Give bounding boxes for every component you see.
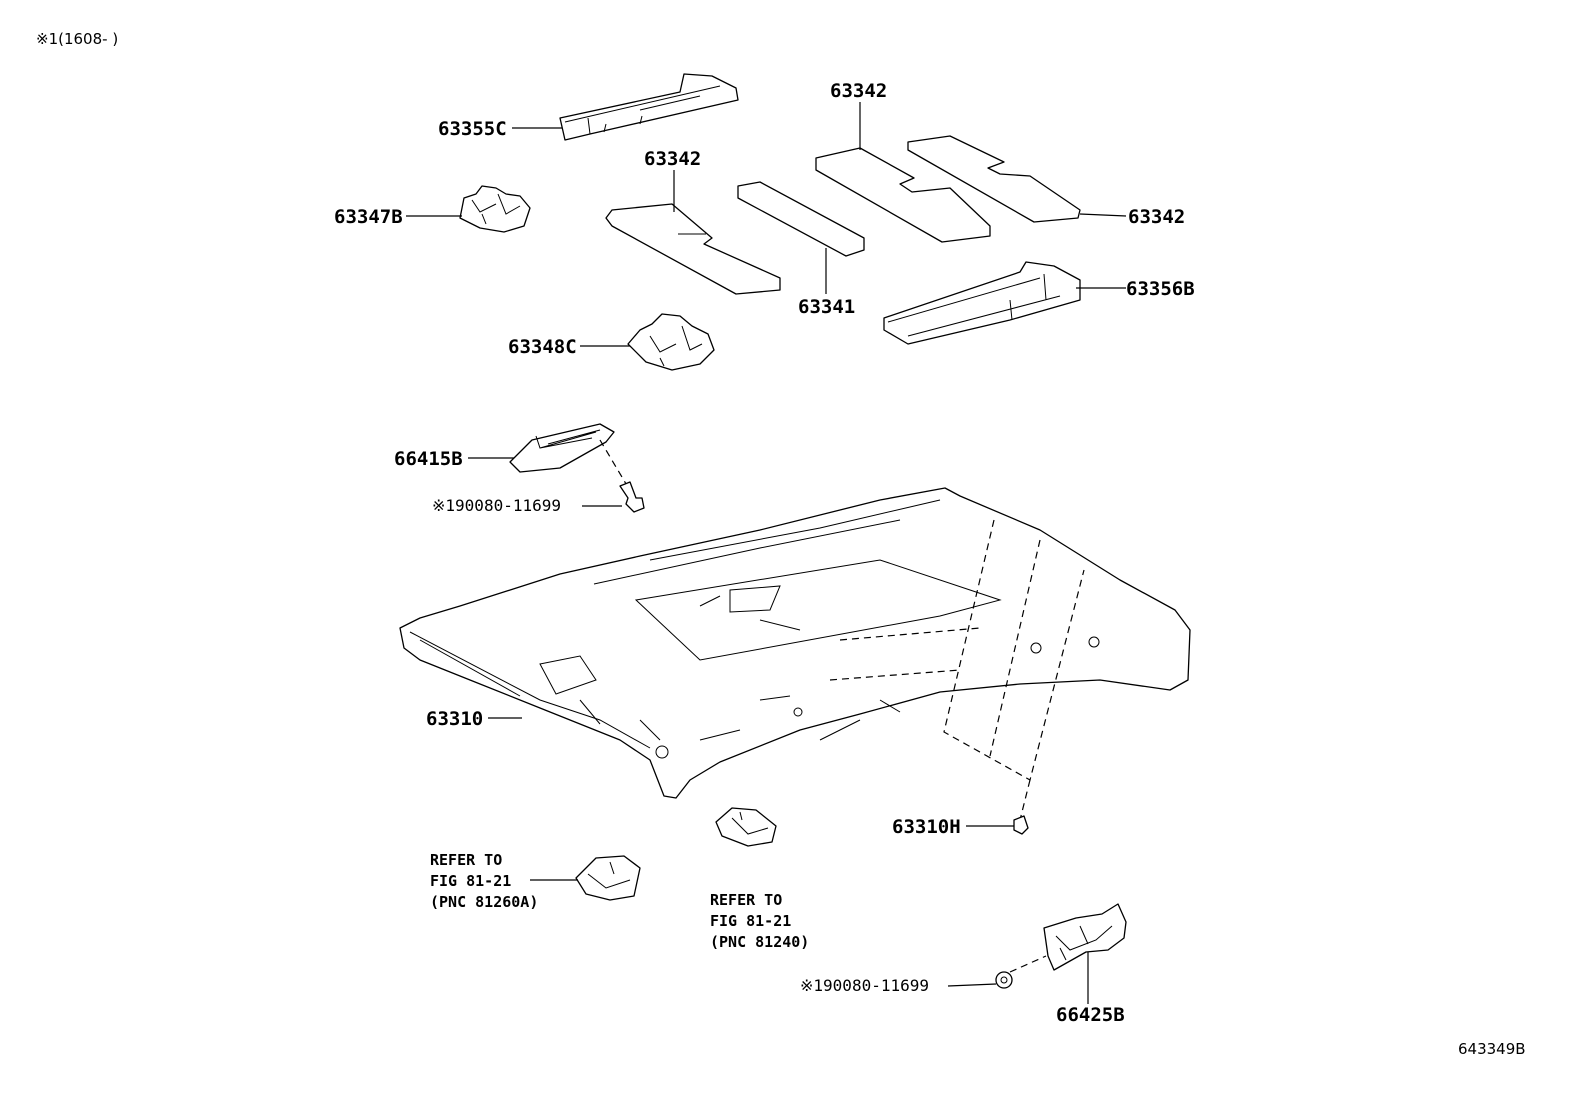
part-label-bolt-lower: ※190080-11699	[800, 976, 929, 995]
headliner-63310-drawing	[399, 487, 1191, 821]
pad-63342-top-drawing	[815, 147, 991, 243]
part-label-66425b: 66425B	[1056, 1004, 1125, 1026]
ref-left-line-2: FIG 81-21	[430, 872, 512, 890]
part-label-63342-mid: 63342	[830, 80, 888, 102]
part-label-63310: 63310	[426, 708, 484, 730]
ref-left-line-1: REFER TO	[430, 851, 503, 869]
ref-note-left: REFER TO FIG 81-21 (PNC 81260A)	[430, 850, 538, 913]
pad-63342-right-drawing	[907, 135, 1081, 223]
bracket-66415b-drawing	[509, 423, 633, 495]
ref-note-center: REFER TO FIG 81-21 (PNC 81240)	[710, 890, 809, 953]
bolt-upper-drawing	[619, 481, 645, 513]
leader-lines	[406, 102, 1127, 1004]
figure-id: 643349B	[1458, 1040, 1526, 1058]
lamp-81260a-drawing	[575, 855, 641, 901]
bracket-66425b-drawing	[1009, 903, 1127, 973]
part-label-63342-left: 63342	[644, 148, 702, 170]
ref-center-line-3: (PNC 81240)	[710, 933, 810, 951]
clip-63310h-drawing	[1013, 815, 1029, 835]
part-label-63347b: 63347B	[334, 206, 403, 228]
part-label-63342-right: 63342	[1128, 206, 1186, 228]
part-label-bolt-upper: ※190080-11699	[432, 496, 561, 515]
rail-63355c-drawing	[559, 73, 739, 141]
lamp-81240-drawing	[715, 807, 777, 847]
part-label-63355c: 63355C	[438, 118, 507, 140]
ref-left-line-3: (PNC 81260A)	[430, 893, 539, 911]
pad-63341-drawing	[737, 181, 865, 257]
spacer-63348c-drawing	[627, 313, 715, 371]
header-note: ※1(1608- )	[36, 30, 119, 48]
spacer-63347b-drawing	[459, 185, 531, 233]
part-label-63348c: 63348C	[508, 336, 577, 358]
ref-center-line-2: FIG 81-21	[710, 912, 792, 930]
rail-63356b-drawing	[883, 261, 1081, 345]
part-label-63356b: 63356B	[1126, 278, 1195, 300]
nut-lower-drawing	[995, 971, 1013, 989]
pad-63342-left-drawing	[605, 203, 781, 295]
part-label-63341: 63341	[798, 296, 856, 318]
ref-center-line-1: REFER TO	[710, 891, 783, 909]
part-label-66415b: 66415B	[394, 448, 463, 470]
part-label-63310h: 63310H	[892, 816, 961, 838]
